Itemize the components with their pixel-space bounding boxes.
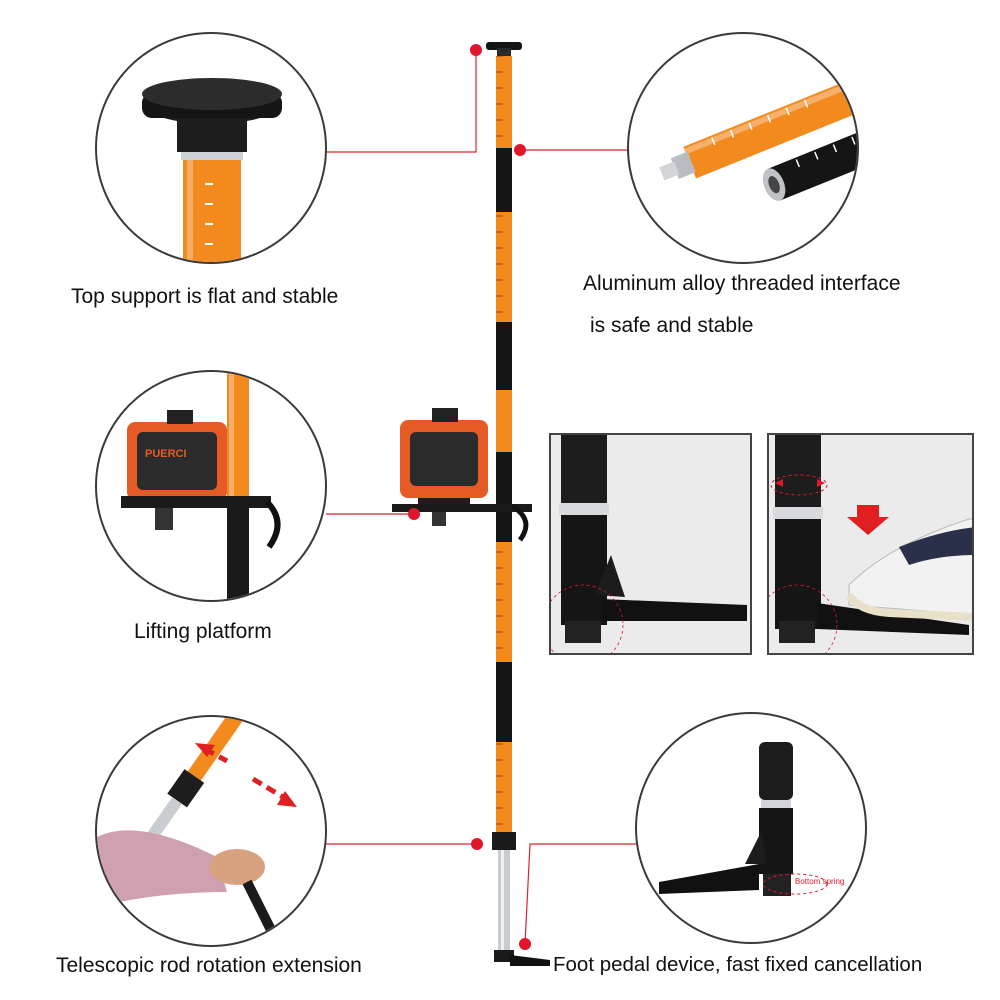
- red-arrow-icon: [195, 743, 297, 807]
- threaded-interface-label-line2: is safe and stable: [590, 314, 754, 337]
- laser-brand-logo: PUERCI: [145, 448, 187, 460]
- telescopic-label: Telescopic rod rotation extension: [56, 954, 362, 977]
- telescopic-pole: [486, 42, 550, 966]
- pedal-up-illustration: [551, 435, 747, 653]
- foot-pedal-circle: Bottom spring: [635, 712, 867, 944]
- pedal-press-panel: [767, 433, 974, 655]
- callout-dots: [408, 44, 531, 950]
- pedal-press-illustration: [769, 435, 972, 653]
- pedal-up-panel: [549, 433, 752, 655]
- threaded-interface-circle: [627, 32, 859, 264]
- down-arrow-icon: [847, 505, 889, 535]
- top-support-label: Top support is flat and stable: [71, 285, 339, 308]
- lifting-platform-illustration: [121, 372, 281, 600]
- lifting-platform-label: Lifting platform: [134, 620, 272, 643]
- leader-lines: [326, 50, 636, 945]
- bottom-spring-annotation: Bottom spring: [795, 877, 845, 886]
- mounted-laser-level: [392, 408, 532, 542]
- threaded-interface-label-line1: Aluminum alloy threaded interface: [583, 272, 901, 295]
- threaded-interface-illustration: [659, 71, 857, 201]
- telescopic-rotation-illustration: [97, 717, 282, 945]
- top-support-circle: [95, 32, 327, 264]
- top-support-illustration: [142, 78, 282, 262]
- telescopic-rotation-circle: [95, 715, 327, 947]
- lifting-platform-circle: PUERCI: [95, 370, 327, 602]
- foot-pedal-illustration: [659, 742, 828, 896]
- foot-pedal-label: Foot pedal device, fast fixed cancellati…: [553, 953, 923, 976]
